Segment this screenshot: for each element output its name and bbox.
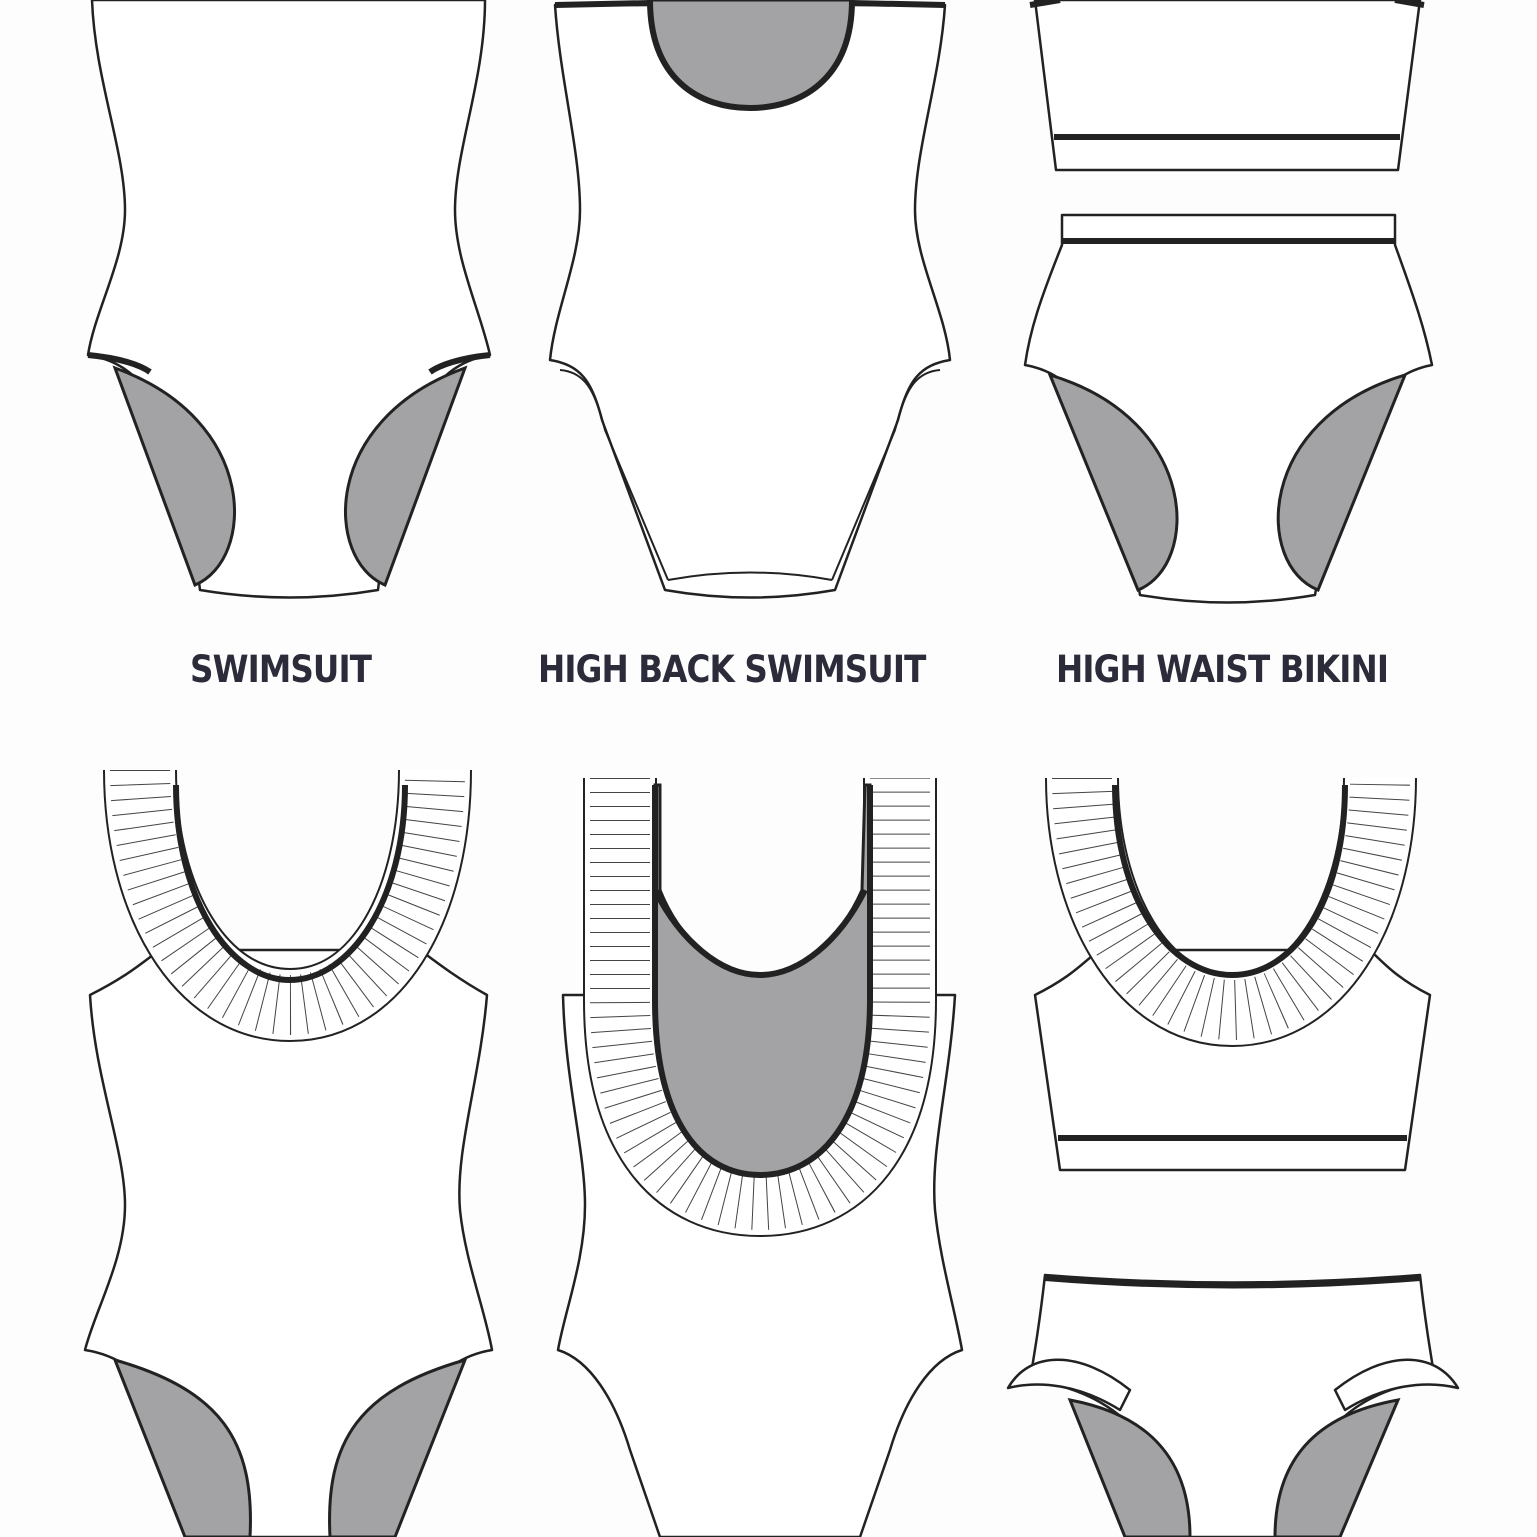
ruffle-swimsuit-drawing — [83, 769, 494, 1537]
label-swimsuit: SWIMSUIT — [190, 648, 372, 691]
swimsuit-drawing — [86, 0, 492, 599]
high-back-swimsuit-drawing — [548, 0, 952, 599]
high-waist-bikini-drawing — [1023, 0, 1434, 604]
ruffle-bikini-drawing — [1006, 777, 1460, 1537]
ruffle-high-back-swimsuit-drawing — [556, 778, 964, 1537]
label-high-waist-bikini: HIGH WAIST BIKINI — [1056, 648, 1389, 691]
label-high-back-swimsuit: HIGH BACK SWIMSUIT — [538, 648, 926, 691]
